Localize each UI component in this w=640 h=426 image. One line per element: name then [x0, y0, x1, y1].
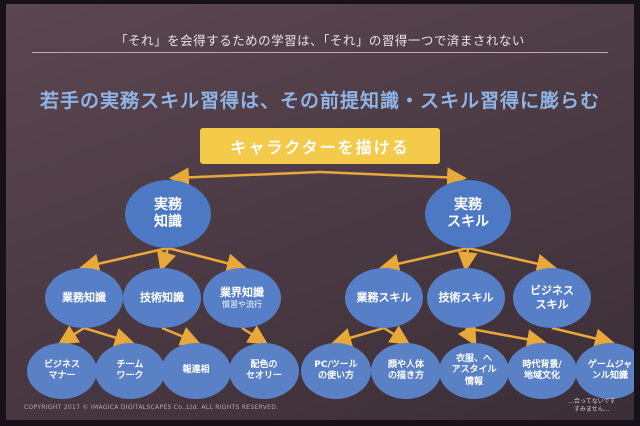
level3-node-label: セオリー — [245, 371, 282, 381]
level1-node-label: スキル — [447, 214, 489, 230]
level3-node: 時代背景/地域文化 — [507, 343, 577, 399]
level1-node-label: 知識 — [154, 214, 182, 230]
level3-node-label: アスタイル — [451, 365, 497, 376]
level2-node-label: スキル — [535, 298, 569, 311]
level2-node-label: ビジネス — [530, 284, 574, 298]
level3-node: 顔や人体の描き方 — [371, 343, 441, 399]
copyright-text: COPYRIGHT 2017 © IMAGICA DIGITALSCAPES C… — [24, 404, 279, 411]
level2-node: ビジネススキル — [513, 268, 591, 328]
level3-node-label: 衣服、へ — [455, 354, 492, 365]
level3-node-label: の描き方 — [387, 371, 424, 381]
level1-node: 実務知識 — [125, 180, 211, 248]
level2-node-label: 技術知識 — [140, 291, 184, 305]
level3-node: PC/ツールの使い方 — [301, 343, 371, 399]
level2-node-label: 技術スキル — [438, 291, 494, 305]
level3-node-label: 報連相 — [182, 365, 210, 376]
tree-arrow — [241, 325, 269, 345]
level2-node-label: 業務スキル — [356, 291, 412, 305]
tree-arrow — [457, 324, 477, 347]
tree-arrow — [57, 325, 85, 345]
tree-arrow — [79, 246, 169, 274]
level3-node-label: の使い方 — [317, 371, 354, 381]
tree-arrow — [156, 247, 177, 272]
tree-arrow — [319, 167, 467, 188]
tree-arrow — [331, 326, 385, 348]
level3-node-label: 配色の — [250, 359, 278, 370]
tree-arrow — [379, 246, 469, 274]
level3-node-label: 情報 — [464, 376, 483, 387]
level3-node: ビジネスマナー — [27, 343, 97, 399]
level1-node-label: 実務 — [154, 196, 182, 213]
slide: 「それ」を会得するための学習は、「それ」の習得一つで済まされない 若手の実務スキ… — [6, 4, 634, 420]
level2-node-label: 業務知識 — [62, 291, 106, 305]
root-node: キャラクターを描ける — [200, 128, 440, 164]
footnote-line: すみません… — [573, 405, 610, 413]
tree-arrow — [457, 247, 478, 272]
level3-node-label: ゲームジャ — [587, 359, 633, 370]
level3-node: チームワーク — [95, 343, 165, 399]
level2-node-label: 業界知識 — [220, 286, 264, 300]
tree-arrow — [167, 246, 247, 273]
tree-arrow — [383, 325, 411, 345]
level3-node-label: 地域文化 — [523, 371, 560, 381]
level3-node: 配色のセオリー — [229, 343, 299, 399]
level2-node: 技術知識 — [123, 268, 201, 328]
level2-node: 技術スキル — [427, 268, 505, 328]
slide-header: 「それ」を会得するための学習は、「それ」の習得一つで済まされない — [115, 33, 525, 48]
level3-node: 報連相 — [161, 343, 231, 399]
level3-node-label: 時代背景/ — [522, 359, 562, 370]
level3-node-label: ンル知識 — [591, 371, 628, 381]
level3-node-label: ワーク — [116, 371, 144, 381]
tree-arrow — [83, 326, 135, 348]
level2-node: 業務知識 — [45, 268, 123, 328]
header-divider — [32, 52, 608, 53]
level3-node: 衣服、へアスタイル情報 — [439, 343, 509, 399]
level1-node: 実務スキル — [425, 180, 511, 248]
level2-node: 業界知識慣習や流行 — [203, 268, 281, 328]
level3-node-label: PC/ツール — [314, 359, 358, 370]
level3-node-label: ビジネス — [43, 359, 80, 370]
level1-node-label: 実務 — [454, 196, 482, 213]
tree-arrow — [467, 246, 557, 274]
slide-title: 若手の実務スキル習得は、その前提知識・スキル習得に膨らむ — [39, 90, 600, 112]
footnote-line: …合ってないです — [568, 398, 616, 405]
tree-arrows — [57, 167, 615, 350]
level2-node: 業務スキル — [345, 268, 423, 328]
tree-arrow — [161, 326, 201, 346]
level3-node-label: チーム — [116, 359, 144, 370]
footnote: …合ってないです すみません… — [568, 398, 616, 414]
tree-arrow — [465, 326, 547, 350]
level3-node-label: マナー — [48, 371, 76, 381]
level3-node: ゲームジャンル知識 — [575, 343, 634, 399]
level3-node-label: 顔や人体 — [387, 359, 424, 370]
tree-arrow — [169, 167, 321, 188]
level2-node-sublabel: 慣習や流行 — [222, 299, 262, 309]
tree-arrow — [551, 326, 615, 349]
